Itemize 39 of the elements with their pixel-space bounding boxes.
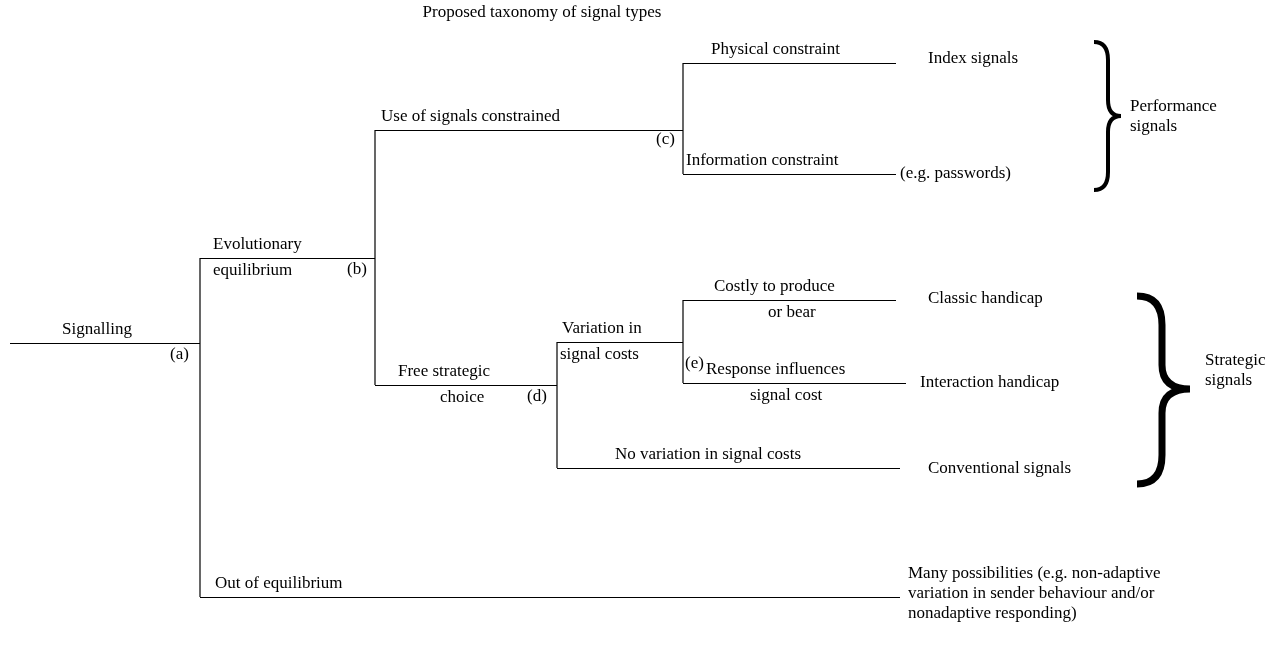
tree-connector: [682, 129, 684, 175]
branch-label: Physical constraint: [711, 39, 840, 59]
outcome-text: Classic handicap: [928, 288, 1044, 308]
branch-label: Evolutionary: [213, 234, 302, 254]
category-label: Performance signals: [1130, 96, 1218, 136]
branch-label: signal cost: [750, 385, 823, 405]
branch-label: Costly to produce: [714, 276, 835, 296]
branch-label: No variation in signal costs: [615, 444, 802, 464]
outcome-text: Interaction handicap: [920, 372, 1061, 392]
outcome-text: (e.g. passwords): [900, 163, 1012, 183]
tree-connector: [556, 341, 558, 386]
tree-connector: [199, 342, 201, 598]
branch-label: choice: [440, 387, 485, 407]
branch-label: Information constraint: [686, 150, 839, 170]
branch-label: Variation in: [562, 318, 642, 338]
tree-connector: [199, 257, 201, 344]
outcome-text: Conventional signals: [928, 458, 1073, 478]
junction-label: (b): [347, 259, 368, 279]
branch-label: Free strategic: [398, 361, 491, 381]
branch-label: Signalling: [62, 319, 132, 339]
diagram-title: Proposed taxonomy of signal types: [421, 2, 663, 22]
tree-connector: [682, 299, 684, 343]
tree-connector: [682, 341, 684, 384]
branch-label: Use of signals constrained: [381, 106, 560, 126]
branch-label: or bear: [768, 302, 816, 322]
branch-label: Response influences: [706, 359, 846, 379]
branch-label: signal costs: [560, 344, 639, 364]
outcome-text: Index signals: [928, 48, 1020, 68]
tree-connector: [374, 129, 376, 259]
branch-label: Out of equilibrium: [215, 573, 343, 593]
junction-label: (a): [170, 344, 190, 364]
category-label: Strategic signals: [1205, 350, 1267, 390]
junction-label: (c): [656, 129, 676, 149]
tree-connector: [556, 384, 558, 469]
outcome-text: Many possibilities (e.g. non-adaptive variation in sender behaviour and/or nonadaptive responding): [908, 563, 1162, 623]
tree-connector: [682, 62, 684, 131]
branch-label: equilibrium: [213, 260, 293, 280]
junction-label: (d): [527, 386, 548, 406]
tree-connector: [374, 257, 376, 386]
